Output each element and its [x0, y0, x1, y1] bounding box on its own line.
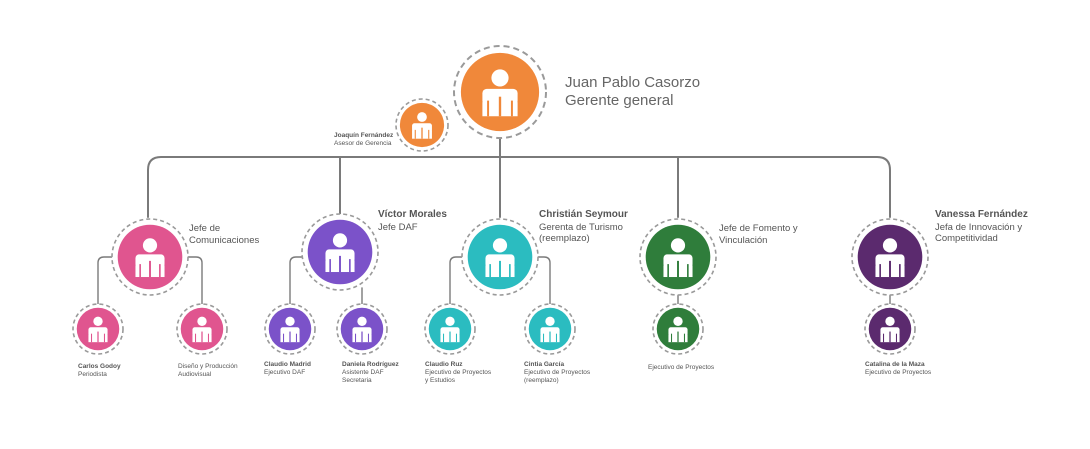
fomento-label: Jefe de Fomento y Vinculación	[719, 223, 798, 247]
madrid-name: Claudio Madrid	[264, 361, 311, 368]
node-comms	[111, 218, 189, 296]
proyectos-label: Ejecutivo de Proyectos	[648, 364, 714, 372]
advisor-label: Joaquín Fernández Asesor de Gerencia	[334, 132, 393, 148]
person-icon	[412, 112, 432, 139]
maza-name: Catalina de la Maza	[865, 361, 925, 368]
person-icon	[192, 316, 212, 343]
node-madrid	[264, 303, 316, 355]
innovation-role: Jefa de Innovación y	[935, 221, 1023, 233]
person-icon	[540, 316, 560, 343]
node-maza	[864, 303, 916, 355]
design-label: Diseño y Producción Audiovisual	[178, 363, 238, 379]
comms-line1: Jefe de	[189, 223, 221, 234]
garcia-role2: (reemplazo)	[524, 377, 559, 385]
ceo-role: Gerente general	[565, 92, 674, 109]
node-ceo	[453, 45, 547, 139]
innovation-name: Vanessa Fernández	[935, 209, 1028, 220]
ruz-role: Ejecutivo de Proyectos	[425, 369, 492, 377]
connector-daf-left	[289, 256, 308, 306]
daf-label: Víctor Morales Jefe DAF	[378, 209, 447, 233]
garcia-label: Cintia García Ejecutivo de Proyectos (re…	[524, 361, 590, 385]
person-icon	[875, 238, 905, 278]
rodriguez-role: Asistente DAF	[342, 369, 384, 377]
godoy-label: Carlos Godoy Periodista	[78, 363, 121, 379]
node-godoy	[72, 303, 124, 355]
godoy-role: Periodista	[78, 371, 107, 379]
rodriguez-name: Daniela Rodríguez	[342, 361, 399, 368]
connector-tourism-right	[532, 256, 551, 306]
tourism-role: Gerenta de Turismo	[539, 221, 623, 233]
ceo-label: Juan Pablo Casorzo Gerente general	[565, 74, 700, 110]
person-icon	[352, 316, 372, 343]
garcia-name: Cintia García	[524, 361, 565, 368]
node-advisor	[395, 98, 449, 152]
rodriguez-role2: Secretaria	[342, 377, 372, 385]
node-garcia	[524, 303, 576, 355]
person-icon	[880, 316, 900, 343]
node-proyectos	[652, 303, 704, 355]
person-icon	[668, 316, 688, 343]
node-daf	[301, 213, 379, 291]
daf-role: Jefe DAF	[378, 221, 418, 233]
person-icon	[135, 238, 165, 278]
node-design	[176, 303, 228, 355]
person-icon	[325, 233, 355, 273]
connector-comms-left	[97, 256, 116, 306]
ruz-role2: y Estudios	[425, 377, 455, 385]
comms-line2: Comunicaciones	[189, 234, 260, 246]
advisor-role: Asesor de Gerencia	[334, 140, 392, 148]
maza-label: Catalina de la Maza Ejecutivo de Proyect…	[865, 361, 931, 377]
tourism-note: (reemplazo)	[539, 233, 590, 245]
person-icon	[482, 69, 518, 117]
node-innovation	[851, 218, 929, 296]
comms-label: Jefe de Comunicaciones	[189, 223, 259, 247]
ceo-name: Juan Pablo Casorzo	[565, 74, 701, 91]
ruz-name: Claudio Ruz	[425, 361, 463, 368]
proyectos-line1: Ejecutivo de Proyectos	[648, 364, 715, 371]
node-tourism	[461, 218, 539, 296]
nodes-layer	[72, 45, 929, 355]
innovation-label: Vanessa Fernández Jefa de Innovación y C…	[935, 209, 1028, 245]
ruz-label: Claudio Ruz Ejecutivo de Proyectos y Est…	[425, 361, 491, 385]
node-rodriguez	[336, 303, 388, 355]
fomento-line1: Jefe de Fomento y	[719, 223, 798, 234]
connector-tourism-left	[449, 256, 468, 306]
godoy-name: Carlos Godoy	[78, 363, 121, 370]
innovation-role2: Competitividad	[935, 233, 998, 245]
connector-main-bar	[147, 156, 891, 218]
node-ruz	[424, 303, 476, 355]
madrid-role: Ejecutivo DAF	[264, 369, 306, 377]
fomento-line2: Vinculación	[719, 234, 768, 246]
node-fomento	[639, 218, 717, 296]
person-icon	[88, 316, 108, 343]
design-line2: Audiovisual	[178, 371, 212, 379]
madrid-label: Claudio Madrid Ejecutivo DAF	[264, 361, 311, 377]
tourism-label: Christián Seymour Gerenta de Turismo (re…	[539, 209, 628, 245]
maza-role: Ejecutivo de Proyectos	[865, 369, 932, 377]
person-icon	[280, 316, 300, 343]
daf-name: Víctor Morales	[378, 209, 447, 220]
tourism-name: Christián Seymour	[539, 209, 628, 220]
garcia-role: Ejecutivo de Proyectos	[524, 369, 591, 377]
person-icon	[440, 316, 460, 343]
person-icon	[485, 238, 515, 278]
person-icon	[663, 238, 693, 278]
design-line1: Diseño y Producción	[178, 363, 238, 370]
rodriguez-label: Daniela Rodríguez Asistente DAF Secretar…	[342, 361, 399, 385]
advisor-name: Joaquín Fernández	[334, 132, 394, 139]
connector-comms-right	[184, 256, 203, 306]
